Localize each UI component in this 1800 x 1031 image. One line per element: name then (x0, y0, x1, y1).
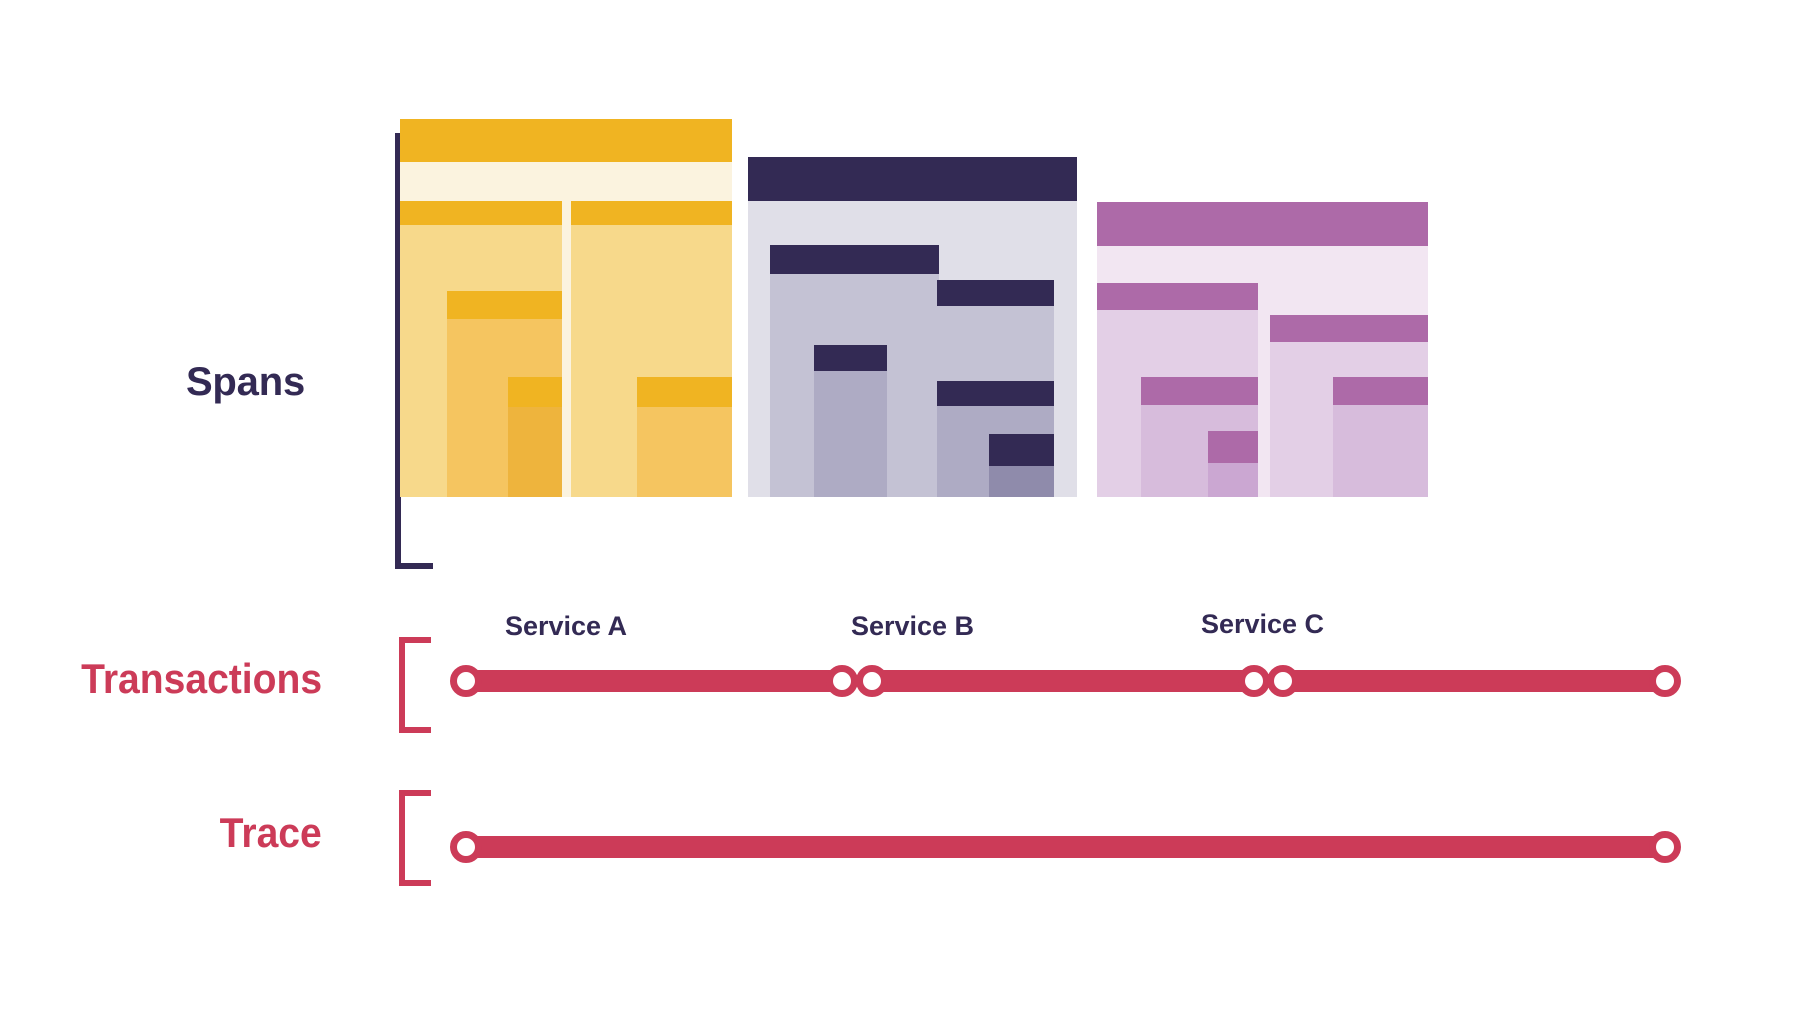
transaction-service-b-start-node[interactable] (856, 665, 888, 697)
span-b2[interactable] (814, 345, 887, 497)
span-root-b-header (748, 157, 1077, 201)
span-b5[interactable] (989, 434, 1054, 497)
span-root-c-header (1097, 202, 1428, 246)
service-caption-a: Service A (504, 611, 628, 641)
transaction-service-a-line[interactable] (466, 670, 842, 692)
span-b1-header (770, 245, 939, 274)
span-b4-header (937, 381, 1054, 406)
transaction-service-c-line[interactable] (1283, 670, 1665, 692)
span-b3-header (937, 280, 1054, 306)
transactions-bracket-stroke (399, 637, 431, 733)
span-a5[interactable] (637, 377, 732, 497)
span-a3[interactable] (508, 377, 562, 497)
service-caption-b: Service B (850, 611, 975, 641)
transaction-service-b-line[interactable] (872, 670, 1254, 692)
span-c5[interactable] (1333, 377, 1428, 497)
span-a1-header (400, 201, 562, 225)
row-label-spans: Spans (185, 360, 305, 404)
span-c4-header (1270, 315, 1428, 342)
span-c1-header (1097, 283, 1258, 310)
row-label-trace: Trace (219, 809, 322, 856)
transaction-service-a-end-node[interactable] (826, 665, 858, 697)
span-b2-header (814, 345, 887, 371)
trace-span-end-node[interactable] (1649, 831, 1681, 863)
transaction-service-c-start-node[interactable] (1267, 665, 1299, 697)
span-c2-header (1141, 377, 1258, 405)
trace-span-start-node[interactable] (450, 831, 482, 863)
trace-span-line[interactable] (466, 836, 1665, 858)
transaction-service-b-end-node[interactable] (1238, 665, 1270, 697)
span-a2-header (447, 291, 562, 319)
span-c3-header (1208, 431, 1258, 463)
span-a5-header (637, 377, 732, 407)
trace-bracket-stroke (399, 790, 431, 886)
transactions-bracket (399, 637, 431, 733)
transaction-service-c-end-node[interactable] (1649, 665, 1681, 697)
span-b5-header (989, 434, 1054, 466)
span-a3-header (508, 377, 562, 407)
row-label-transactions: Transactions (81, 655, 322, 702)
transaction-service-a-start-node[interactable] (450, 665, 482, 697)
span-root-a-header (400, 119, 732, 162)
span-c5-header (1333, 377, 1428, 405)
service-caption-c: Service C (1200, 609, 1325, 639)
span-c3[interactable] (1208, 431, 1258, 497)
trace-bracket (399, 790, 431, 886)
span-a4-header (571, 201, 732, 225)
